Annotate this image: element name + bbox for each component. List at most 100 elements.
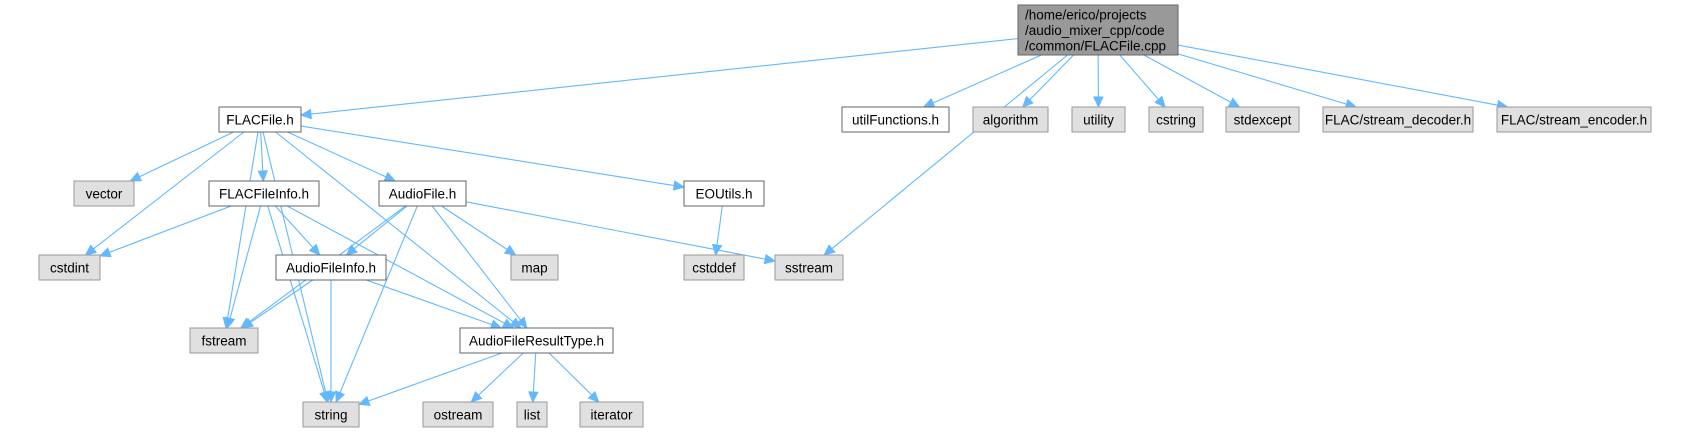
node-sstream: sstream: [774, 254, 844, 281]
node-label: list: [524, 408, 541, 423]
node-ostream: ostream: [422, 401, 494, 428]
node-eoutils_h[interactable]: EOUtils.h: [683, 180, 765, 207]
node-box: [459, 327, 614, 354]
node-label: algorithm: [983, 113, 1039, 128]
edge-root-to-utilfunctions_h: [922, 54, 1042, 108]
edge-audiofile_h-to-string: [335, 205, 418, 404]
edge-line: [229, 205, 262, 319]
edge-audiofile_h-to-audiofileinfo_h: [345, 205, 408, 256]
node-cstring: cstring: [1148, 106, 1204, 133]
node-flacfileinfo_h[interactable]: FLACFileInfo.h: [208, 180, 320, 207]
edge-line: [250, 279, 313, 323]
nodes-layer: /home/erico/projects/audio_mixer_cpp/cod…: [38, 4, 1652, 428]
edge-audiofileresulttype_h-to-string: [357, 352, 502, 406]
node-fstream: fstream: [189, 327, 259, 354]
edge-line: [441, 205, 508, 250]
node-algorithm: algorithm: [972, 106, 1049, 133]
node-label: map: [521, 261, 547, 276]
node-box: [1148, 106, 1204, 133]
edges-layer: [84, 37, 1509, 406]
edge-audiofileinfo_h-to-string: [325, 280, 337, 404]
node-box: [510, 254, 559, 281]
node-stream_encoder: FLAC/stream_encoder.h: [1496, 106, 1652, 133]
edge-eoutils_h-to-cstddef: [711, 205, 723, 257]
edge-flacfileinfo_h-to-cstdint: [98, 205, 232, 258]
edge-audiofile_h-to-map: [441, 205, 517, 256]
edge-line: [267, 205, 325, 393]
node-label: stdexcept: [1234, 113, 1292, 128]
node-label: utilFunctions.h: [852, 113, 939, 128]
node-box: [1071, 106, 1126, 133]
edge-line: [275, 131, 514, 323]
node-flacfile_h[interactable]: FLACFile.h: [218, 106, 302, 133]
edge-audiofileinfo_h-to-fstream: [241, 279, 313, 329]
node-cstddef: cstddef: [683, 254, 745, 281]
edge-arrowhead: [1227, 97, 1241, 108]
edge-arrowhead: [516, 316, 528, 329]
edge-line: [368, 352, 502, 402]
edge-flacfile_h-to-audiofileresulttype_h: [275, 131, 522, 329]
edge-line: [1177, 53, 1347, 105]
edge-line: [353, 205, 408, 250]
edge-arrowhead: [299, 108, 313, 120]
edge-line: [286, 205, 505, 324]
edge-root-to-stream_decoder: [1177, 53, 1358, 110]
edge-audiofileresulttype_h-to-ostream: [470, 352, 524, 403]
edge-root-to-cstring: [1119, 54, 1166, 108]
edge-line: [932, 54, 1042, 104]
node-box: [1496, 106, 1652, 133]
edge-line: [339, 205, 418, 393]
node-vector: vector: [73, 180, 135, 207]
node-utilfunctions_h[interactable]: utilFunctions.h: [841, 106, 950, 133]
node-label: /audio_mixer_cpp/code: [1025, 23, 1165, 38]
edge-line: [1029, 54, 1074, 101]
edge-root-to-flacfile_h: [299, 37, 1019, 120]
edge-line: [1119, 54, 1159, 100]
edge-arrowhead: [345, 244, 358, 256]
edge-arrowhead: [225, 316, 236, 330]
edge-line: [548, 352, 593, 396]
node-box: [972, 106, 1049, 133]
node-box: [422, 401, 494, 428]
edge-audiofileinfo_h-to-audiofileresulttype_h: [366, 279, 503, 330]
edge-root-to-utility: [1093, 54, 1104, 109]
edge-arrowhead: [325, 391, 337, 404]
node-box: [275, 254, 387, 281]
edge-flacfile_h-to-vector: [129, 131, 234, 182]
node-label: ostream: [434, 408, 483, 423]
edge-line: [139, 131, 234, 178]
node-box: [1322, 106, 1474, 133]
edge-line: [287, 131, 387, 178]
edge-arrowhead: [357, 395, 371, 406]
node-label: AudioFile.h: [389, 187, 457, 202]
edge-line: [274, 205, 314, 248]
edge-line: [366, 279, 493, 326]
node-label: sstream: [785, 261, 833, 276]
node-box: [218, 106, 302, 133]
node-list: list: [516, 401, 548, 428]
node-label: FLACFileInfo.h: [219, 187, 309, 202]
edge-flacfile_h-to-audiofile_h: [287, 131, 397, 182]
edge-flacfile_h-to-eoutils_h: [300, 125, 686, 191]
edge-line: [478, 352, 524, 396]
edge-arrowhead: [470, 390, 483, 403]
edge-line: [310, 37, 1019, 115]
node-string: string: [302, 401, 360, 428]
node-label: cstring: [1156, 113, 1196, 128]
edge-line: [260, 131, 264, 172]
node-audiofile_h[interactable]: AudioFile.h: [378, 180, 467, 207]
node-audiofileresulttype_h[interactable]: AudioFileResultType.h: [459, 327, 614, 354]
edge-line: [1143, 54, 1232, 103]
edge-arrowhead: [672, 180, 686, 191]
node-label: AudioFileResultType.h: [469, 334, 604, 349]
node-box: [73, 180, 135, 207]
edge-flacfile_h-to-flacfileinfo_h: [257, 131, 269, 183]
edge-line: [532, 352, 537, 393]
node-box: [683, 180, 765, 207]
node-audiofileinfo_h[interactable]: AudioFileInfo.h: [275, 254, 387, 281]
node-root: /home/erico/projects/audio_mixer_cpp/cod…: [1017, 4, 1179, 56]
edge-flacfileinfo_h-to-fstream: [225, 205, 262, 330]
node-box: [774, 254, 844, 281]
edge-arrowhead: [241, 317, 254, 329]
node-label: FLAC/stream_decoder.h: [1325, 113, 1471, 128]
